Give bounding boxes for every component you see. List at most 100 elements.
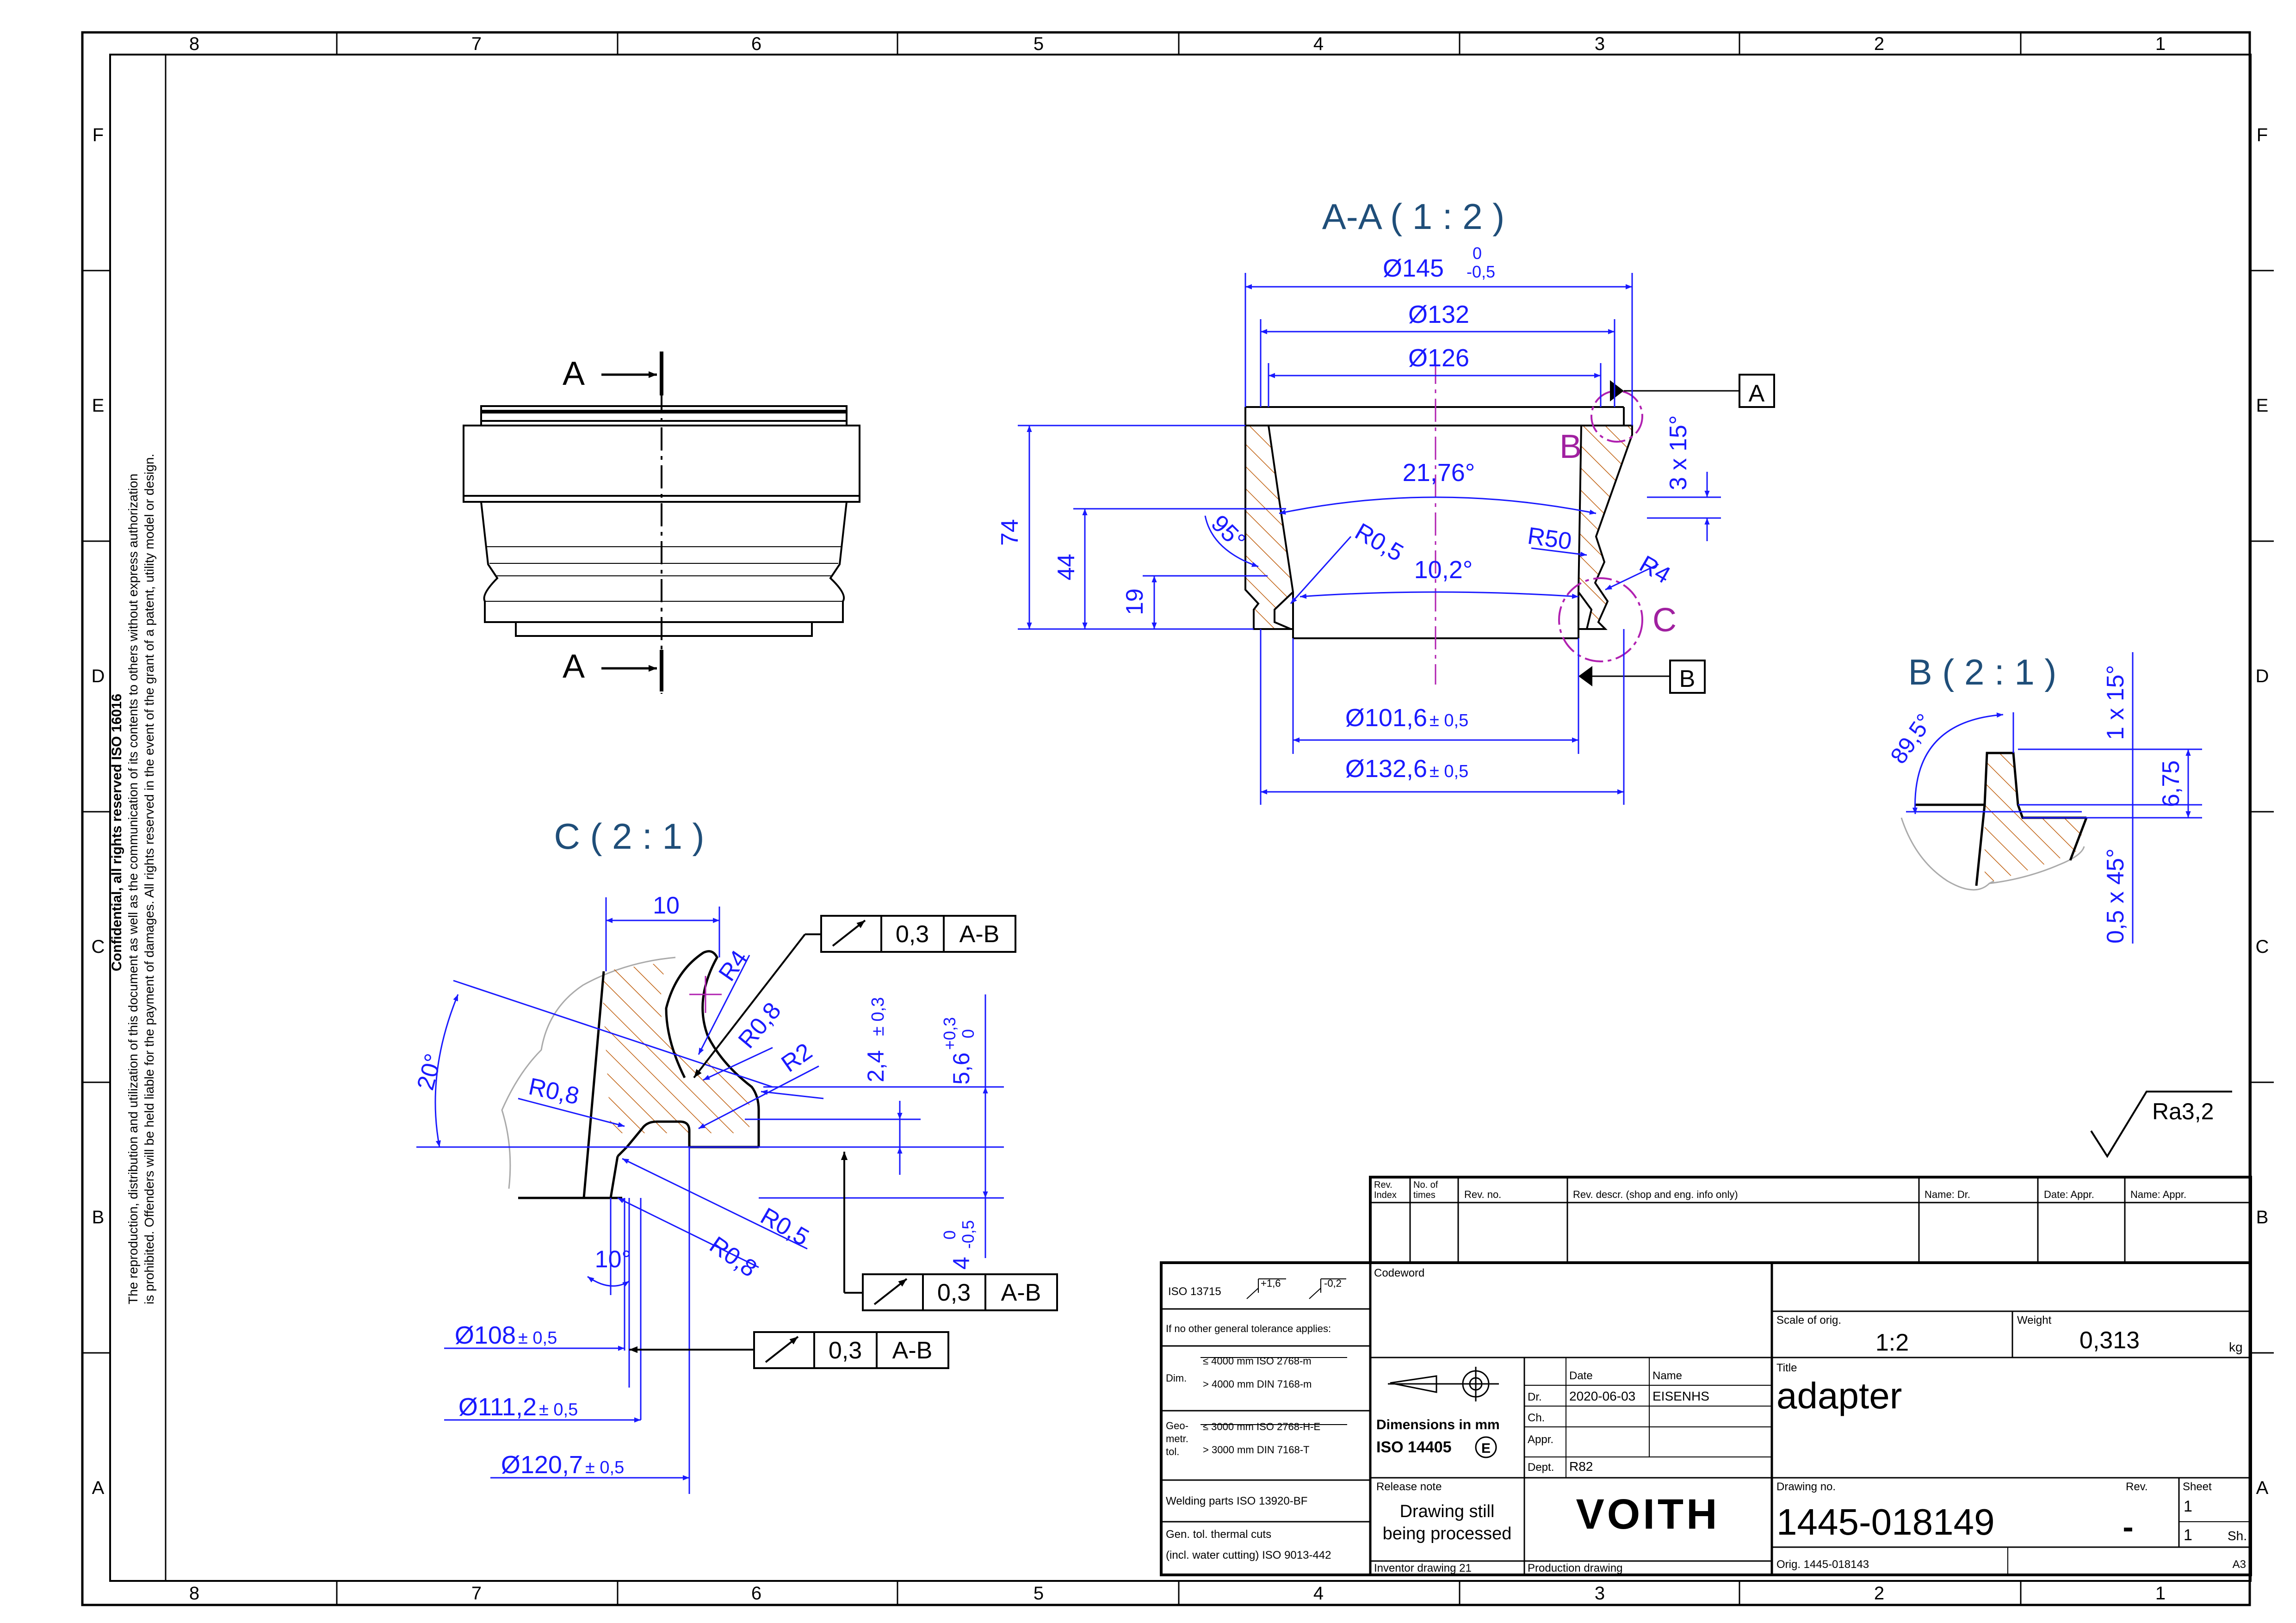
dim-h19: 19 (1121, 588, 1148, 615)
detail-c-label: C (1652, 602, 1677, 639)
fcf-1-datum: A-B (959, 921, 1000, 948)
confidentiality-heading: Confidential, all rights reserved ISO 16… (109, 694, 124, 971)
general-tol-text: If no other general tolerance applies: (1166, 1323, 1331, 1334)
dim-d132: Ø132 (1408, 301, 1469, 328)
detail-c-d1112: Ø111,2 (458, 1393, 537, 1421)
confidentiality-notice: Confidential, all rights reserved ISO 16… (109, 454, 156, 1304)
datum-b-box (1669, 660, 1706, 694)
detail-c-h24-tol: ± 0,3 (868, 997, 888, 1036)
geo-label: metr. (1166, 1433, 1188, 1444)
detail-b-chamfer1: 1 x 15° (2102, 665, 2129, 740)
gen-tol-line2: (incl. water cutting) ISO 9013-442 (1166, 1549, 1331, 1561)
dim-h74: 74 (996, 519, 1023, 546)
orig-label: Orig. 1445-018143 (1776, 1558, 1869, 1571)
detail-c-angle10: 10° (595, 1246, 631, 1273)
zone-col-top: 7 (471, 34, 482, 54)
rev-label: Rev. (2126, 1481, 2148, 1493)
title-value: adapter (1776, 1375, 1902, 1416)
geo-label: Geo- (1166, 1420, 1188, 1432)
zone-col-bottom: 6 (751, 1583, 761, 1604)
rev-descr-header: Rev. descr. (shop and eng. info only) (1573, 1189, 1738, 1200)
detail-c-title: C ( 2 : 1 ) (554, 816, 704, 857)
zone-col-top: 4 (1313, 34, 1324, 54)
geo-line2: > 3000 mm DIN 7168-T (1203, 1444, 1309, 1456)
fcf-1 (693, 915, 1016, 1079)
section-right-wall (1577, 425, 1633, 630)
scale-value: 1:2 (1875, 1329, 1909, 1356)
detail-c-h4-tol-lower: -0,5 (959, 1220, 978, 1249)
zone-col-bottom: 8 (189, 1583, 199, 1604)
name-value: EISENHS (1652, 1389, 1709, 1403)
zone-row-left: F (93, 125, 104, 145)
detail-c-circle (1558, 577, 1643, 662)
detail-c-h56-tol-upper: +0,3 (940, 1017, 959, 1050)
dim-d145-tol-upper: 0 (1473, 244, 1482, 263)
datum-b-text: B (1679, 666, 1696, 692)
iso13715-plus: +1,6 (1261, 1277, 1281, 1289)
zone-row-right: A (2256, 1478, 2269, 1498)
section-left-wall (1244, 425, 1294, 630)
dim-h44: 44 (1053, 554, 1080, 580)
rev-times-header: times (1413, 1190, 1436, 1200)
release-line1: Drawing still (1400, 1502, 1495, 1521)
detail-c-r08b: R0,8 (526, 1073, 582, 1110)
dim-angle-95: 95° (1206, 510, 1251, 555)
detail-c-d1112-tol: ± 0,5 (539, 1400, 578, 1419)
dim-r50: R50 (1526, 522, 1573, 555)
detail-b-angle: 89,5° (1885, 709, 1937, 768)
detail-c-r2: R2 (777, 1038, 817, 1078)
zone-row-left: B (92, 1207, 105, 1228)
iso14405-envelope-icon (1475, 1436, 1497, 1458)
zone-col-top: 2 (1874, 34, 1884, 54)
rev-index-header: Rev. (1374, 1180, 1392, 1190)
zone-col-top: 6 (751, 34, 761, 54)
side-view (463, 352, 860, 694)
appr-label: Appr. (1528, 1433, 1553, 1446)
date-value: 2020-06-03 (1569, 1389, 1635, 1403)
dr-label: Dr. (1528, 1391, 1542, 1403)
dim-r4: R4 (1635, 550, 1675, 589)
detail-c-h24: 2,4 (863, 1050, 889, 1082)
datum-a-triangle (1610, 380, 1624, 401)
dim-d1326-tol: ± 0,5 (1430, 762, 1468, 781)
name-dr-header: Name: Dr. (1925, 1189, 1970, 1200)
detail-b-h675: 6,75 (2158, 760, 2185, 807)
detail-c-r05: R0,5 (756, 1203, 813, 1251)
zone-row-left: C (92, 937, 105, 957)
dim-angle-102: 10,2° (1414, 556, 1473, 584)
detail-c-d1207: Ø120,7 (501, 1451, 583, 1479)
zone-col-bottom: 5 (1034, 1583, 1044, 1604)
iso14405-label: ISO 14405 (1376, 1438, 1452, 1456)
detail-c-d1207-tol: ± 0,5 (585, 1458, 624, 1477)
dim-r05: R0,5 (1350, 518, 1408, 567)
welding-text: Welding parts ISO 13920-BF (1166, 1495, 1307, 1507)
dim-d145: Ø145 (1383, 254, 1444, 282)
detail-c-angle20: 20° (412, 1051, 447, 1093)
zone-row-right: D (2256, 666, 2269, 686)
fcf-2-value: 0,3 (937, 1279, 971, 1306)
dim-angle-2176: 21,76° (1403, 459, 1475, 487)
inventor-label: Inventor drawing 21 (1374, 1562, 1472, 1574)
zone-col-bottom: 3 (1595, 1583, 1605, 1604)
drawing-no-value: 1445-018149 (1776, 1501, 1995, 1543)
datum-a-text: A (1749, 380, 1765, 407)
zone-row-left: E (92, 395, 105, 416)
geo-label: tol. (1166, 1446, 1179, 1457)
dim-label: Dim. (1166, 1372, 1187, 1384)
release-note-label: Release note (1376, 1481, 1442, 1493)
geo-line1: ≤ 3000 mm ISO 2768-H-E (1203, 1421, 1320, 1432)
detail-b-title: B ( 2 : 1 ) (1908, 652, 2057, 692)
release-line2: being processed (1383, 1524, 1512, 1543)
dept-label: Dept. (1528, 1461, 1554, 1474)
dim-d145-tol-lower: -0,5 (1467, 262, 1495, 281)
ch-label: Ch. (1528, 1412, 1545, 1424)
zone-row-right: B (2256, 1207, 2269, 1228)
fcf-3 (629, 1331, 949, 1369)
date-header: Date (1569, 1370, 1593, 1382)
detail-c-h56: 5,6 (948, 1052, 974, 1085)
detail-c-view: C ( 2 : 1 ) (412, 816, 1058, 1494)
zone-col-bottom: 4 (1313, 1583, 1324, 1604)
detail-b-chamfer2: 0,5 x 45° (2102, 848, 2129, 944)
voith-logo: VOITH (1576, 1491, 1720, 1538)
